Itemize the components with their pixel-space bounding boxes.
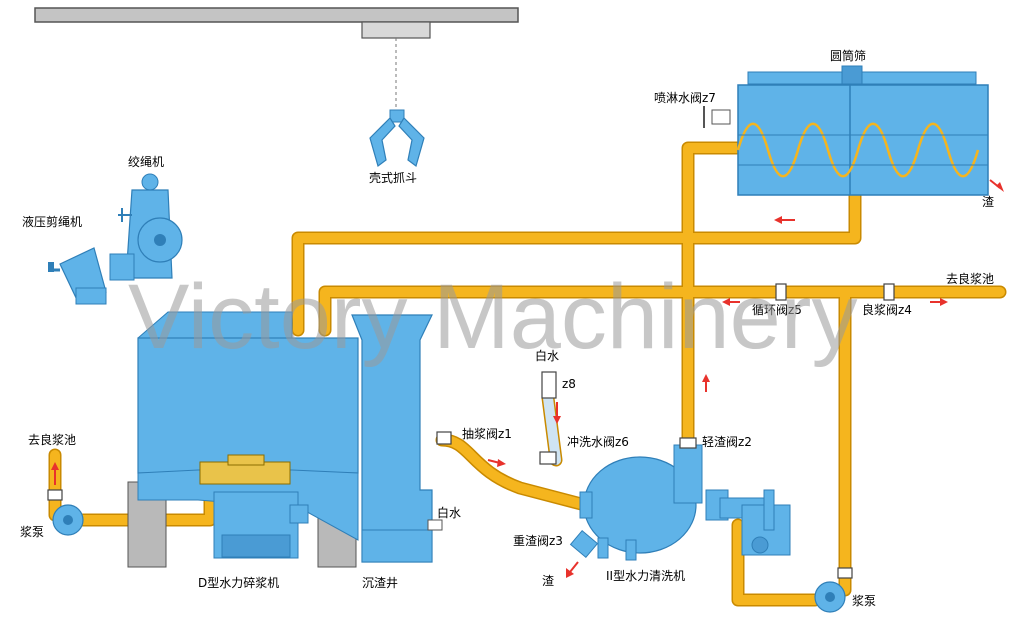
label-d-pulper: D型水力碎浆机 (198, 575, 279, 590)
valve-icon (539, 451, 557, 465)
pump-right-icon (814, 581, 846, 613)
label-z8: z8 (562, 377, 576, 391)
valve-icon (775, 283, 787, 301)
arrow-icon (722, 298, 740, 306)
valve-icon (679, 437, 697, 449)
label-circulation-valve: 循环阀z5 (752, 303, 802, 317)
label-reject-top: 渣 (982, 195, 994, 209)
label-sediment-well: 沉渣井 (362, 576, 398, 590)
label-pump-right: 浆泵 (852, 593, 876, 608)
valve-icon (837, 567, 853, 579)
pump-left-icon (52, 504, 84, 536)
label-white-water-sump: 白水 (437, 505, 461, 520)
label-white-water-top: 白水 (535, 348, 559, 363)
arrow-icon (930, 298, 948, 306)
arrow-icon (487, 459, 506, 467)
label-reject-bottom: 渣 (542, 574, 554, 588)
valve-icon (47, 489, 63, 501)
label-spray-valve: 喷淋水阀z7 (654, 91, 716, 105)
flow-arrows (51, 179, 1004, 578)
label-light-reject-valve: 轻渣阀z2 (702, 435, 752, 449)
watermark: Victory Machinery (128, 266, 857, 368)
label-extraction-valve: 抽浆阀z1 (462, 426, 512, 441)
arrow-icon (989, 179, 1004, 192)
label-hydraulic-cutter: 液压剪绳机 (22, 214, 82, 229)
arrow-icon (553, 402, 561, 424)
valve-icon (541, 371, 557, 399)
label-accept-valve: 良浆阀z4 (862, 302, 912, 317)
valve-icons (47, 283, 895, 579)
crane-rail (34, 7, 519, 110)
arrow-icon (566, 561, 579, 578)
drum-screen-unit (703, 65, 989, 196)
valve-icon (883, 283, 895, 301)
label-heavy-reject-valve: 重渣阀z3 (513, 534, 563, 548)
d-pulper-unit (127, 311, 443, 568)
hydraulic-cutter-icon (48, 247, 107, 305)
ii-cleaner-unit (569, 444, 791, 561)
label-to-accept-tank-right: 去良浆池 (946, 271, 994, 286)
valve-icon (436, 431, 452, 445)
pipe-network (48, 141, 1007, 607)
label-ii-cleaner: II型水力清洗机 (606, 569, 685, 583)
label-to-accept-tank-left: 去良浆池 (28, 432, 76, 447)
label-grab-bucket: 壳式抓斗 (369, 171, 417, 185)
label-flush-valve: 冲洗水阀z6 (567, 434, 629, 449)
arrow-icon (774, 216, 795, 224)
arrow-icon (51, 462, 59, 485)
diagram-labels: 壳式抓斗 绞绳机 液压剪绳机 圆筒筛 喷淋水阀z7 渣 去良浆池 循环阀z5 良… (20, 48, 994, 608)
arrow-icon (702, 374, 710, 392)
label-drum-screen: 圆筒筛 (830, 48, 866, 63)
label-pump-left: 浆泵 (20, 524, 44, 539)
grab-bucket-icon (369, 109, 425, 168)
label-rope-twister: 绞绳机 (128, 154, 164, 169)
rope-twister-icon (109, 173, 183, 281)
